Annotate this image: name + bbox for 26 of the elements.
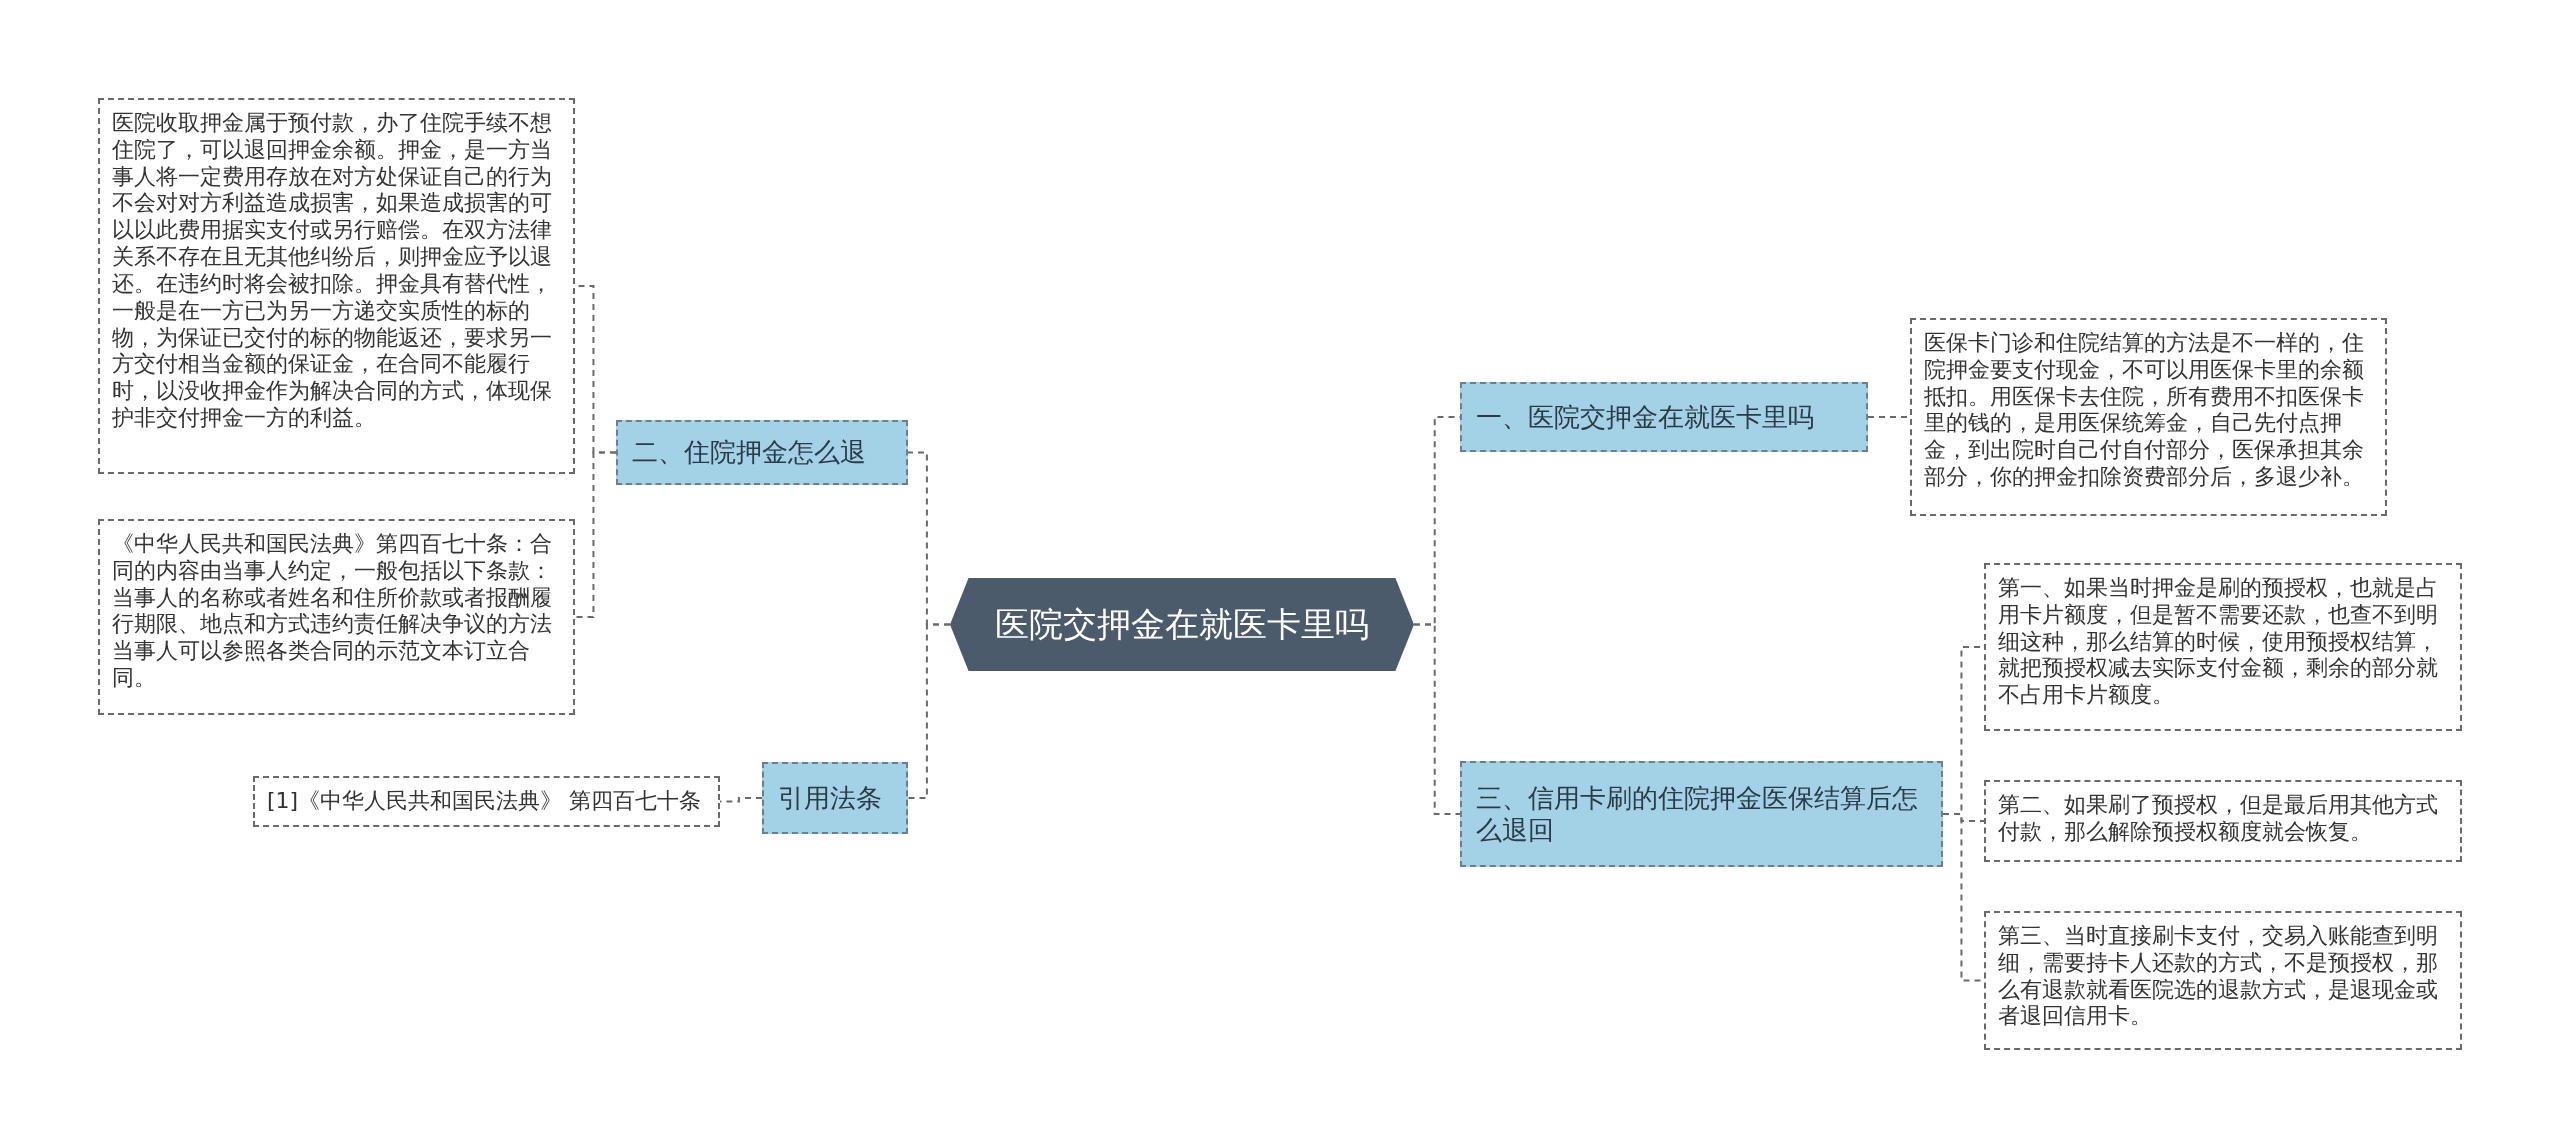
- note-box: [253, 776, 720, 827]
- topic-text: 一、医院交押金在就医卡里吗: [1476, 400, 1814, 434]
- note-box: [98, 519, 575, 715]
- note-text: 第三、当时直接刷卡支付，交易入账能查到明细，需要持卡人还款的方式，不是预授权，那么有退款就看医院选的退款方式，是退现金或者退回信用卡。: [1998, 923, 2439, 1031]
- note-text: 第二、如果刷了预授权，但是最后用其他方式付款，那么解除预授权额度就会恢复。: [1998, 792, 2439, 846]
- note-text: 《中华人民共和国民法典》第四百七十条：合同的内容由当事人约定，一般包括以下条款：当事人的名称或者姓名和住所价款或者报酬履行期限、地点和方式违约责任解决争议的方法当事人可以参照各类合同的示范文本订立合同。: [112, 531, 553, 692]
- note-box: [1984, 911, 2462, 1050]
- connector-line: [1413, 623, 1461, 815]
- note-text: 医院收取押金属于预付款，办了住院手续不想住院了，可以退回押金余额。押金，是一方当事人将一定费用存放在对方处保证自己的行为不会对对方利益造成损害，如果造成损害的可以以此费用据实支付或另行赔偿。在双方法律关系不存在且无其他纠纷后，则押金应予以退还。在违约时将会被扣除。押金具有替代性，一般是在一方已为另一方递交实质性的标的物，为保证已交付的标的物能返还，要求另一方交付相当金额的保证金，在合同不能履行时，以没收押金作为解决合同的方式，体现保护非交付押金一方的利益。: [112, 110, 553, 432]
- topic-box: [1460, 761, 1943, 867]
- topic-text: 三、信用卡刷的住院押金医保结算后怎么退回: [1476, 781, 1919, 847]
- topic-box: [1460, 382, 1868, 452]
- note-box: [1984, 563, 2462, 731]
- connector-line: [907, 623, 951, 799]
- topic-text: 二、住院押金怎么退: [632, 436, 866, 469]
- central-topic-text: 医院交押金在就医卡里吗: [995, 602, 1369, 646]
- topic-box: [762, 762, 908, 834]
- connector-line: [574, 451, 617, 618]
- note-box: [98, 98, 575, 474]
- note-box: [1984, 780, 2462, 862]
- note-text: [1]《中华人民共和国民法典》 第四百七十条: [267, 788, 703, 815]
- note-text: 医保卡门诊和住院结算的方法是不一样的，住院押金要支付现金，不可以用医保卡里的余额抵扣。用医保卡去住院，所有费用不扣医保卡里的钱的，是用医保统筹金，自己先付点押金，到出院时自己付自付部分，医保承担其余部分，你的押金扣除资费部分后，多退少补。: [1924, 330, 2365, 491]
- note-box: [1910, 318, 2387, 516]
- topic-text: 引用法条: [778, 781, 882, 815]
- topic-box: [616, 420, 908, 485]
- note-text: 第一、如果当时押金是刷的预授权，也就是占用卡片额度，但是暂不需要还款，也查不到明细这种，那么结算的时候，使用预授权结算，就把预授权减去实际支付金额，剩余的部分就不占用卡片额度。: [1998, 575, 2439, 710]
